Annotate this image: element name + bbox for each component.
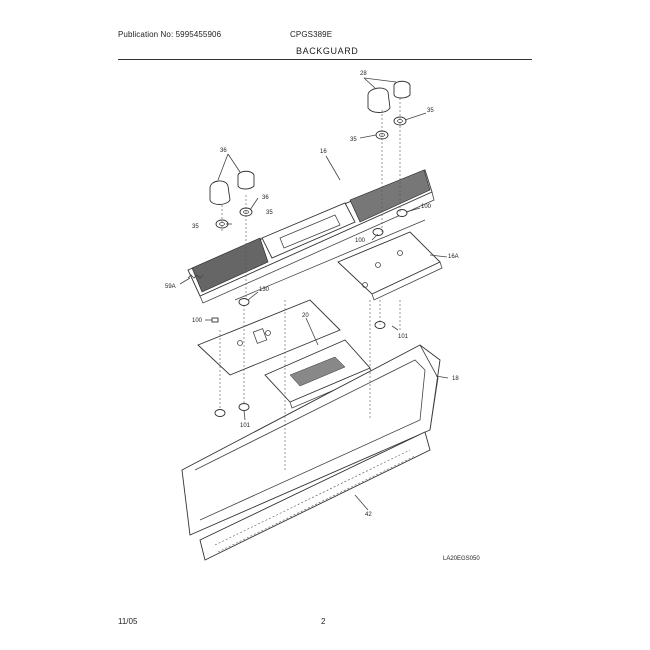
section-title: BACKGUARD <box>296 46 359 56</box>
callout: 28 <box>360 71 367 77</box>
spring-clip <box>187 274 204 279</box>
left-bracket <box>197 299 341 376</box>
backguard-housing <box>181 344 441 536</box>
callout: 16 <box>320 149 327 155</box>
drawing-id: LA20EGS050 <box>443 556 480 562</box>
header-divider <box>118 59 532 60</box>
callout: 101 <box>240 423 251 429</box>
backguard-trim-panel <box>187 169 435 304</box>
callout: 130 <box>259 287 270 293</box>
callout: 59A <box>165 284 176 290</box>
callout: 35 <box>427 108 434 114</box>
publication-number: Publication No: 5995455906 <box>118 30 222 39</box>
control-bracket <box>337 231 443 301</box>
vent-trim <box>199 431 431 561</box>
callout: 16A <box>448 254 459 260</box>
callout: 35 <box>192 224 199 230</box>
model-number: CPGS389E <box>290 30 333 39</box>
callout: 20 <box>302 313 309 319</box>
callout: 36 <box>220 148 227 154</box>
alignment-lines <box>219 98 401 470</box>
callout: 36 <box>262 195 269 201</box>
callout: 35 <box>266 210 273 216</box>
callout: 18 <box>452 376 459 382</box>
leader-lines <box>179 77 449 511</box>
footer-date: 11/05 <box>118 617 138 626</box>
callout: 35 <box>350 137 357 143</box>
callout: 100 <box>421 204 432 210</box>
knob <box>209 80 411 205</box>
callout: 101 <box>398 334 409 340</box>
callout: 100 <box>355 238 366 244</box>
back-plate <box>234 219 426 301</box>
callout: 42 <box>365 512 372 518</box>
page-number: 2 <box>321 617 326 626</box>
callout: 100 <box>192 318 203 324</box>
